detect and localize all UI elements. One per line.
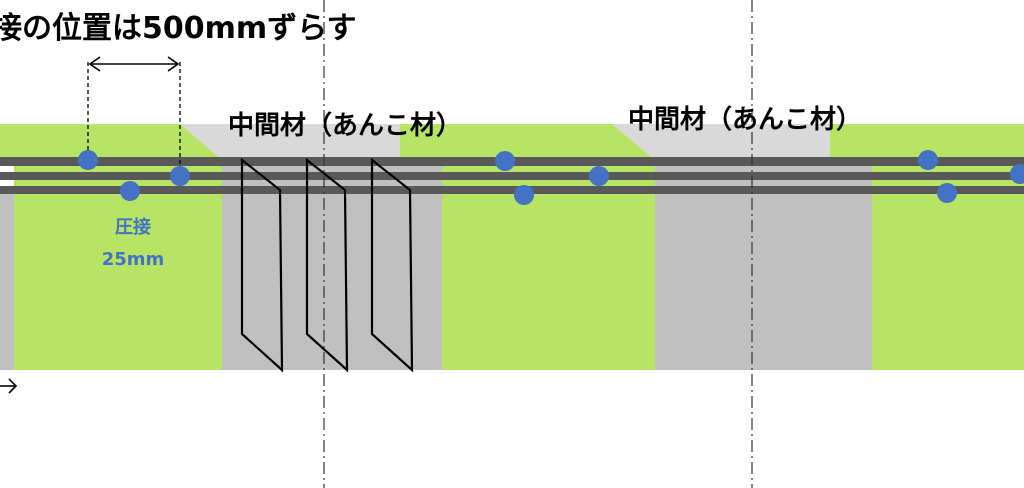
- stirrups: [240, 157, 414, 373]
- middle-material-label-2: 中間材（あんこ材）: [628, 105, 862, 135]
- block-top-faces: [180, 124, 872, 160]
- green-block-2-bevel: [612, 124, 655, 160]
- dimension-arrowhead-right: [167, 56, 180, 72]
- gray-block-1: [222, 160, 442, 370]
- weld-dot: [514, 185, 534, 205]
- weld-dot: [495, 151, 515, 171]
- gray-block-left-edge: [0, 190, 14, 370]
- middle-material-label-1: 中間材（あんこ材）: [228, 111, 462, 141]
- gray-block-2: [655, 160, 872, 370]
- green-block-2-face: [442, 160, 655, 370]
- rebar-middle: [0, 172, 1024, 180]
- weld-dot: [170, 166, 190, 186]
- weld-label-line2: 25mm: [102, 249, 165, 270]
- offset-dimension: [87, 56, 181, 176]
- stirrup-3: [370, 157, 414, 373]
- blocks: [0, 124, 1024, 370]
- weld-dot: [1010, 164, 1024, 184]
- gray-top-face-1: [180, 124, 442, 160]
- center-lines: [323, 0, 753, 488]
- stirrup-1: [240, 157, 284, 373]
- bottom-left-arrow: [0, 378, 18, 394]
- gray-top-face-2: [612, 124, 872, 160]
- weld-dot: [918, 150, 938, 170]
- weld-dot: [78, 150, 98, 170]
- green-block-1-bevel: [180, 124, 222, 160]
- stirrup-2: [305, 157, 349, 373]
- rebar-bottom: [0, 186, 1024, 194]
- weld-dot: [937, 183, 957, 203]
- green-block-1-face: [14, 160, 222, 370]
- weld-dot: [589, 166, 609, 186]
- weld-points: [78, 150, 1024, 205]
- dimension-arrowhead-left: [88, 56, 101, 72]
- weld-label-line1: 圧接: [115, 216, 151, 238]
- title-text: 接の位置は500mmずらす: [0, 11, 357, 46]
- weld-dot: [120, 181, 140, 201]
